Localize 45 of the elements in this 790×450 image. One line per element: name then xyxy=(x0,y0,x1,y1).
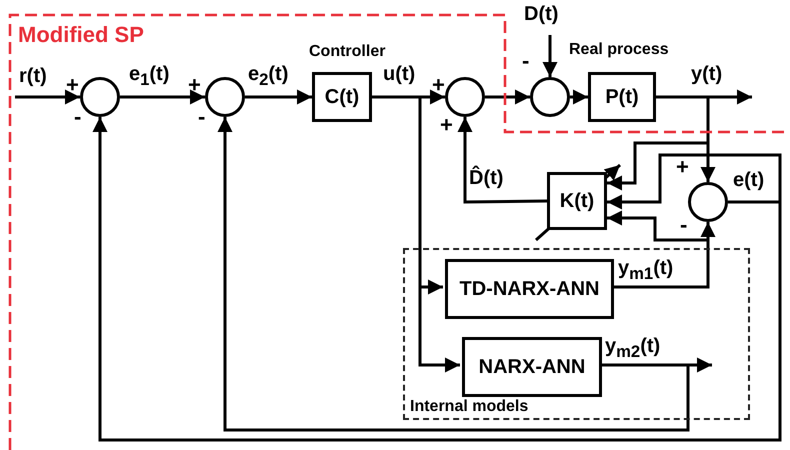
group-title: Internal models xyxy=(410,398,528,416)
arrow xyxy=(218,117,690,432)
summing-junction xyxy=(205,77,245,117)
block-box xyxy=(462,337,602,397)
sign-label: + xyxy=(432,74,445,96)
sign-label: + xyxy=(188,74,201,96)
arrow xyxy=(245,90,312,104)
arrow xyxy=(92,117,782,442)
arrow xyxy=(542,35,558,77)
arrow xyxy=(607,154,782,210)
block-title: Controller xyxy=(309,43,386,61)
sign-label: + xyxy=(676,156,689,178)
sign-label: - xyxy=(680,214,688,236)
sign-label: + xyxy=(66,74,79,96)
arrow xyxy=(372,96,460,372)
block-box xyxy=(445,259,614,319)
arrow xyxy=(458,117,548,204)
arrow xyxy=(607,210,710,288)
summing-junction xyxy=(688,182,728,222)
edge-label: u(t) xyxy=(382,64,416,84)
block-label: NARX-ANN xyxy=(478,356,586,378)
block-title: Real process xyxy=(569,41,669,59)
summing-junction xyxy=(445,77,485,117)
edge-label: D̂(t) xyxy=(468,168,504,188)
block-label: TD-NARX-ANN xyxy=(460,278,600,300)
edge-label: e(t) xyxy=(732,170,766,190)
sign-label: - xyxy=(74,106,82,128)
block-label: K(t) xyxy=(560,190,594,212)
block-label: P(t) xyxy=(605,86,639,108)
arrow xyxy=(607,96,710,190)
edge-label: D(t) xyxy=(523,4,560,24)
sign-label: - xyxy=(198,106,206,128)
arrow xyxy=(120,90,205,104)
arrow xyxy=(570,90,588,104)
sign-label: - xyxy=(522,50,530,72)
region-title: Modified SP xyxy=(18,22,144,48)
edge-label: y(t) xyxy=(690,64,724,84)
sign-label: + xyxy=(440,114,453,136)
block-box xyxy=(547,172,607,230)
arrow xyxy=(15,90,80,104)
dashed-group xyxy=(403,248,750,420)
edge-label: r(t) xyxy=(18,66,48,86)
block-label: C(t) xyxy=(324,86,360,108)
summing-junction xyxy=(80,77,120,117)
arrow xyxy=(485,90,530,104)
